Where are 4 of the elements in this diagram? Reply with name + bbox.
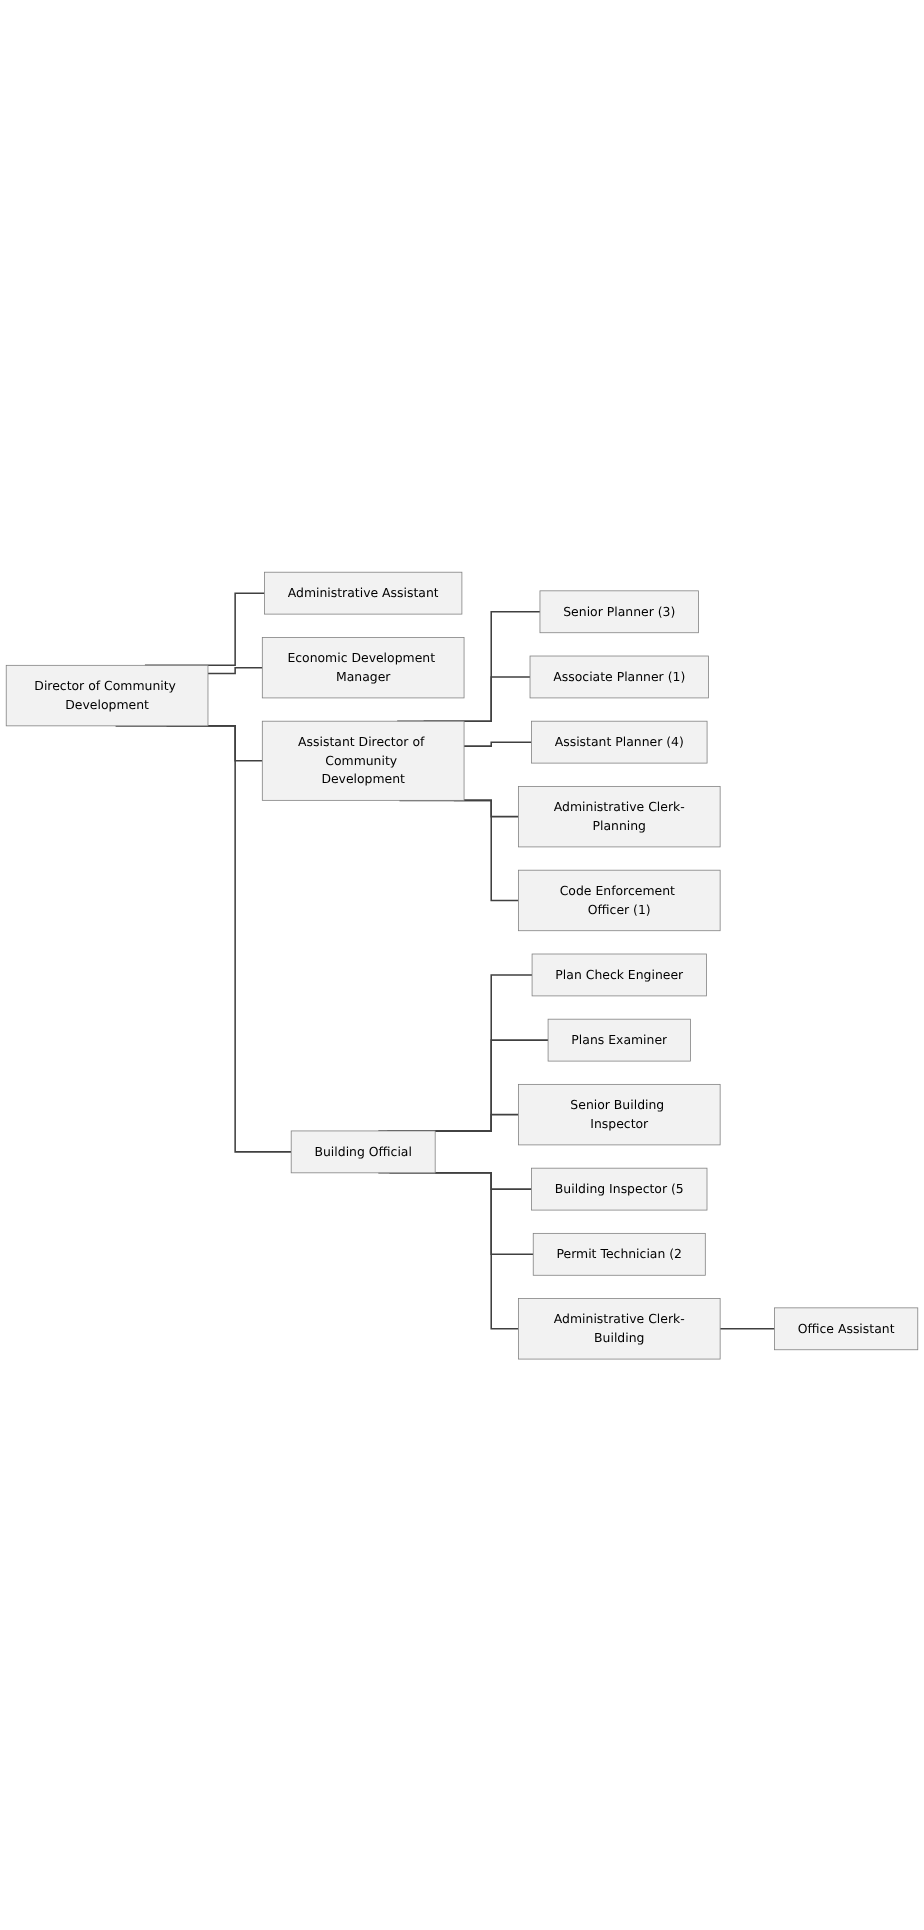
connector: [463, 740, 533, 747]
connector: [719, 1327, 776, 1329]
connector: [434, 1113, 520, 1132]
connector: [207, 666, 264, 674]
